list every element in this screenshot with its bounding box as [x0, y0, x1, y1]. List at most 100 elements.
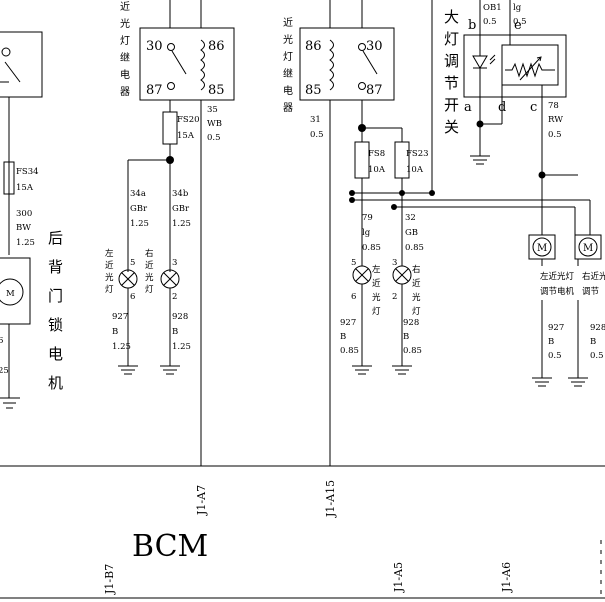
lamp-right-low-b-pin-bot: 2: [392, 292, 397, 302]
headlamp-switch-label: 大 灯 调 节 开 关: [444, 8, 459, 136]
wire-32-color: GB: [405, 228, 418, 238]
leveling-motor-left-line2: 调节电机: [540, 286, 575, 297]
switch-label-char-2: 灯: [444, 30, 459, 48]
wire-34b-size: 1.25: [172, 219, 191, 229]
bus-lines: [349, 180, 591, 235]
relay-left-title: 近 光 灯 继 电 器: [120, 0, 130, 98]
wire-79-num: 79: [362, 213, 373, 223]
relay-left-title-3: 灯: [120, 35, 130, 47]
switch-label-char-1: 大: [444, 8, 459, 26]
wire-300-color: BW: [16, 223, 31, 233]
wire-78-size: 0.5: [548, 130, 562, 140]
lamp-left-low-b-char-4: 灯: [372, 306, 381, 317]
ground-symbol-b2: [392, 365, 412, 375]
wire-928a-color: B: [172, 327, 178, 337]
wire-928b-label: 928 B 0.85: [403, 318, 422, 356]
lamp-left-low-b-char-2: 近: [372, 278, 381, 289]
switch-label-char-4: 节: [444, 74, 459, 92]
relay-left-title-5: 电: [120, 68, 130, 81]
lamp-left-low-a-char-3: 光: [105, 272, 114, 283]
fuse-fs8-name: FS8: [368, 149, 385, 159]
lamp-right-low-a-char-4: 灯: [145, 284, 154, 295]
ground-symbol-c1: [532, 377, 552, 387]
relay-right-title-3: 灯: [283, 51, 293, 63]
rear-lock-char-6: 机: [48, 374, 63, 392]
wire-927c-size: 0.5: [548, 351, 562, 361]
leveling-motor-right: M 右近光 调节: [574, 234, 605, 378]
rear-lock-char-1: 后: [48, 229, 63, 247]
lamp-left-low-a: 5 6 左 近 光 灯: [105, 248, 138, 366]
wire-927a-label: 927 B 1.25: [112, 312, 131, 352]
wire-928b-size: 0.85: [403, 346, 422, 356]
bcm-connector-a6: J1-A6: [500, 562, 513, 593]
lamp-right-low-b-char-2: 近: [412, 278, 421, 289]
wire-6-label: 6: [0, 336, 3, 346]
top-wire-lg-size: 0.5: [513, 17, 527, 27]
left-relay-split: [127, 156, 174, 272]
relay-right-pin85: 85: [305, 83, 322, 98]
wire-927a-color: B: [112, 327, 118, 337]
wire-927a-size: 1.25: [112, 342, 131, 352]
left-partial-relay: [0, 31, 43, 255]
wire-34b-label: 34b GBr 1.25: [172, 189, 191, 229]
ground-symbol-a1: [118, 365, 138, 375]
wire-79-size: 0.85: [362, 243, 381, 253]
relay-right-title-5: 电: [283, 84, 293, 97]
wire-927b-num: 927: [340, 318, 356, 328]
switch-pin-c: c: [530, 100, 537, 115]
fuse-fs20-rating: 15A: [177, 131, 195, 141]
ground-symbol-switch: [470, 155, 490, 165]
rear-lock-label: 后 背 门 锁 电 机: [48, 229, 63, 392]
fuse-fs34: FS34 15A: [3, 161, 39, 195]
lamp-right-low-b-char-4: 灯: [412, 306, 421, 317]
wire-78-label: 78 RW 0.5: [548, 101, 563, 140]
leveling-motor-right-symbol: M: [583, 243, 593, 254]
lamp-right-low-a-pin-bot: 2: [172, 292, 177, 302]
top-wire-ob1-size: 0.5: [483, 17, 497, 27]
wire-79-label: 79 lg 0.85: [362, 213, 381, 253]
relay-left-title-2: 光: [120, 17, 130, 30]
wire-34a-size: 1.25: [130, 219, 149, 229]
wire-928c-label: 928 B 0.5: [590, 323, 605, 361]
relay-right-pin30: 30: [366, 39, 383, 54]
lamp-left-low-a-pin-top: 5: [130, 258, 135, 268]
lamp-right-low-a-char-2: 近: [145, 260, 154, 271]
wire-927c-label: 927 B 0.5: [548, 323, 564, 361]
wire-927c-num: 927: [548, 323, 564, 333]
wire-928a-size: 1.25: [172, 342, 191, 352]
wire-928c-color: B: [590, 337, 596, 347]
fuse-fs23-name: FS23: [406, 149, 429, 159]
lamp-left-low-b: 5 6 左 近 光 灯: [351, 258, 381, 366]
leveling-motor-left-symbol: M: [537, 243, 547, 254]
relay-right-title: 近 光 灯 继 电 器: [283, 16, 293, 114]
fuse-fs20-name: FS20: [177, 115, 200, 125]
leveling-motor-left: M 左近光灯 调节电机: [528, 234, 575, 378]
wire-35-color: WB: [207, 119, 222, 129]
leveling-feed: [538, 171, 578, 235]
relay-left-pin86: 86: [208, 39, 225, 54]
wire-34b-num: 34b: [172, 189, 189, 199]
top-wire-lg: lg: [513, 3, 522, 13]
rear-lock-char-3: 门: [48, 287, 63, 305]
relay-left-pin87: 87: [146, 83, 163, 98]
lamp-right-low-b-pin-top: 3: [392, 258, 397, 268]
wire-34a-label: 34a GBr 1.25: [130, 189, 149, 229]
relay-right: 86 30 85 87: [299, 0, 395, 101]
wire-300-num: 300: [16, 209, 32, 219]
lamp-left-low-b-pin-bot: 6: [351, 292, 356, 302]
wire-79-color: lg: [362, 228, 371, 238]
wire-300-size: 1.25: [16, 238, 35, 248]
wire-31-num: 31: [310, 115, 321, 125]
wire-927b-label: 927 B 0.85: [340, 318, 359, 356]
relay-right-pin86: 86: [305, 39, 322, 54]
fuse-fs8-rating: 10A: [368, 165, 386, 175]
wire-34a-color: GBr: [130, 204, 148, 214]
wire-928b-color: B: [403, 332, 409, 342]
wire-928c-num: 928: [590, 323, 605, 333]
wire-928c-size: 0.5: [590, 351, 604, 361]
wire-928a-label: 928 B 1.25: [172, 312, 191, 352]
lamp-left-low-b-pin-top: 5: [351, 258, 356, 268]
ground-symbol-b1: [352, 365, 372, 375]
bcm-module: BCM J1-A7 J1-A15 J1-B7 J1-A5 J1-A6: [0, 465, 605, 599]
